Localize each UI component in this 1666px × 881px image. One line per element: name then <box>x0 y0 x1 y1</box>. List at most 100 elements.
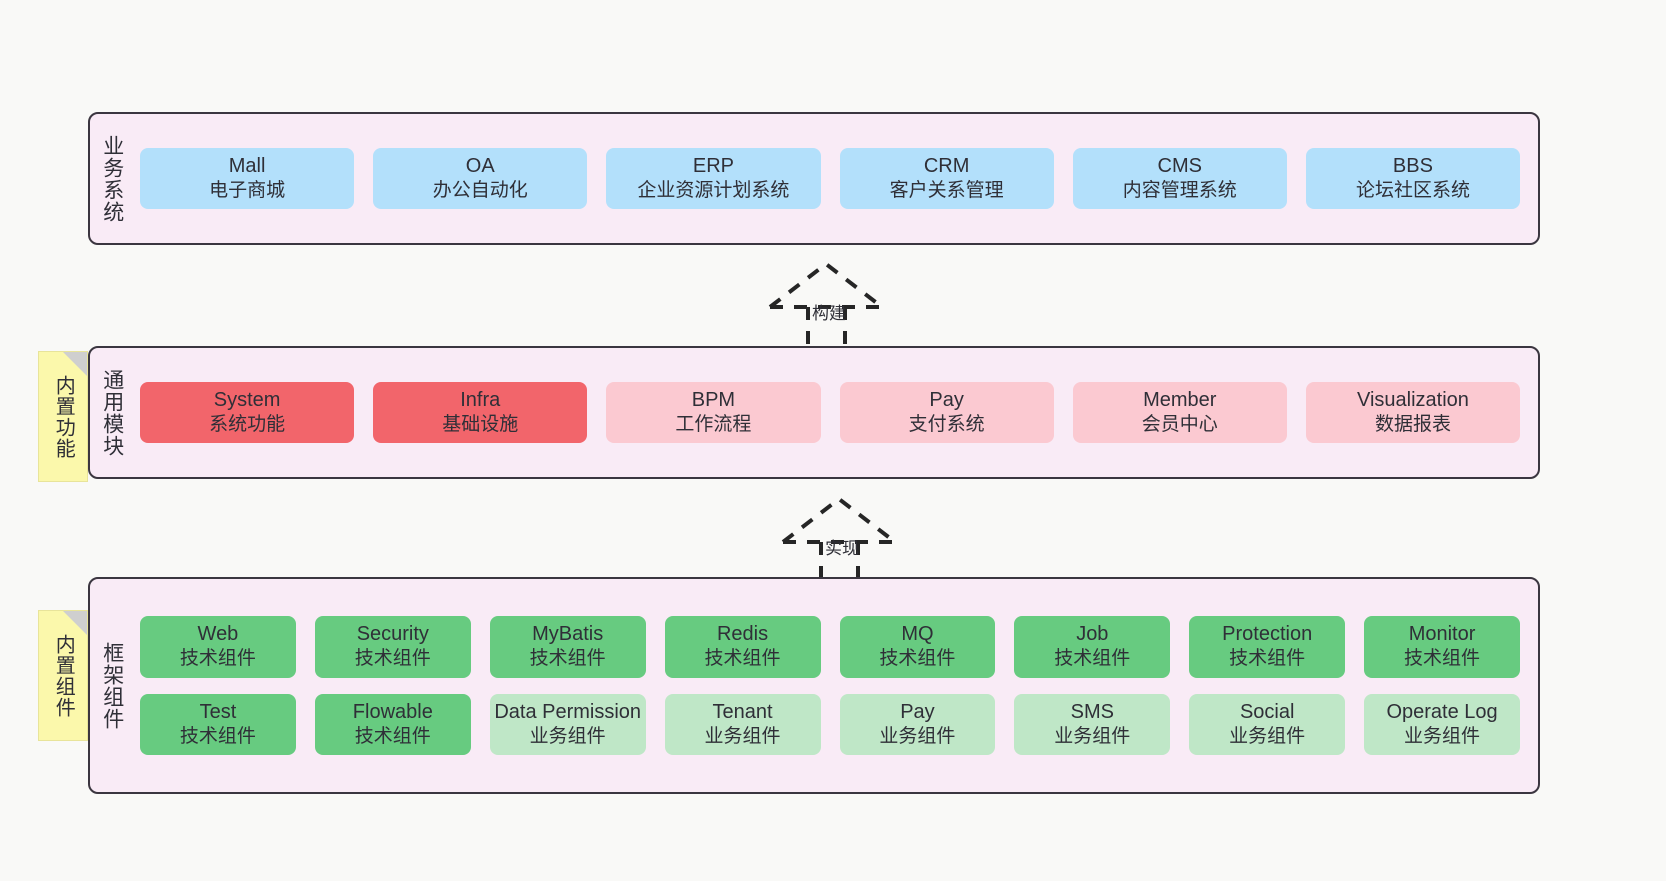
card-title: Infra <box>460 388 501 411</box>
card-title: Pay <box>929 388 964 411</box>
card-title: Job <box>1076 622 1109 645</box>
card-mq[interactable]: MQ 技术组件 <box>839 615 996 678</box>
layer-body-common: System 系统功能 Infra 基础设施 BPM 工作流程 Pay 支付系统… <box>134 348 1538 477</box>
card-subtitle: 数据报表 <box>1374 414 1451 436</box>
connector-build: 构建 <box>755 255 915 350</box>
card-title: Data Permission <box>494 700 642 723</box>
card-subtitle: 技术组件 <box>1054 648 1131 670</box>
card-subtitle: 技术组件 <box>1404 648 1481 670</box>
layer-row: Test 技术组件 Flowable 技术组件 Data Permission … <box>140 693 1520 756</box>
card-job[interactable]: Job 技术组件 <box>1014 615 1171 678</box>
card-erp[interactable]: ERP 企业资源计划系统 <box>606 147 821 210</box>
card-monitor[interactable]: Monitor 技术组件 <box>1364 615 1520 678</box>
card-title: MyBatis <box>532 622 604 645</box>
note-builtin-function: 内置功能 <box>38 351 88 482</box>
card-mall[interactable]: Mall 电子商城 <box>140 147 355 210</box>
card-title: System <box>213 388 281 411</box>
card-operate-log[interactable]: Operate Log 业务组件 <box>1364 693 1520 756</box>
card-member[interactable]: Member 会员中心 <box>1072 381 1287 444</box>
card-title: OA <box>465 154 495 177</box>
card-title: Pay <box>900 700 935 723</box>
card-cms[interactable]: CMS 内容管理系统 <box>1072 147 1287 210</box>
note-builtin-component: 内置组件 <box>38 610 88 741</box>
card-title: Test <box>199 700 237 723</box>
layer-business-system: 业务系统 Mall 电子商城 OA 办公自动化 ERP 企业资源计划系统 CRM… <box>88 112 1540 245</box>
card-subtitle: 企业资源计划系统 <box>637 180 790 202</box>
card-subtitle: 业务组件 <box>1404 726 1481 748</box>
card-data-permission[interactable]: Data Permission 业务组件 <box>489 693 646 756</box>
card-subtitle: 技术组件 <box>179 648 256 670</box>
card-title: Flowable <box>352 700 433 723</box>
card-title: Security <box>356 622 429 645</box>
card-subtitle: 业务组件 <box>704 726 781 748</box>
card-protection[interactable]: Protection 技术组件 <box>1189 615 1346 678</box>
card-visualization[interactable]: Visualization 数据报表 <box>1305 381 1521 444</box>
layer-title-common: 通用模块 <box>100 368 124 457</box>
layer-title-business: 业务系统 <box>100 134 124 223</box>
card-title: BPM <box>691 388 736 411</box>
card-crm[interactable]: CRM 客户关系管理 <box>839 147 1054 210</box>
card-subtitle: 工作流程 <box>675 414 752 436</box>
connector-implement: 实现 <box>768 490 928 585</box>
card-subtitle: 论坛社区系统 <box>1355 180 1470 202</box>
card-title: Operate Log <box>1386 700 1498 723</box>
card-subtitle: 业务组件 <box>879 726 956 748</box>
card-subtitle: 内容管理系统 <box>1122 180 1237 202</box>
card-flowable[interactable]: Flowable 技术组件 <box>314 693 471 756</box>
card-subtitle: 电子商城 <box>209 180 286 202</box>
card-oa[interactable]: OA 办公自动化 <box>373 147 588 210</box>
note-fold-corner <box>63 611 87 635</box>
layer-common-module: 通用模块 System 系统功能 Infra 基础设施 BPM 工作流程 Pay… <box>88 346 1540 479</box>
connector-build-label: 构建 <box>812 304 846 323</box>
note-label: 内置组件 <box>52 633 75 718</box>
layer-title-framework: 框架组件 <box>100 641 124 730</box>
card-title: Mall <box>228 154 266 177</box>
card-redis[interactable]: Redis 技术组件 <box>664 615 821 678</box>
card-mybatis[interactable]: MyBatis 技术组件 <box>489 615 646 678</box>
layer-body-framework: Web 技术组件 Security 技术组件 MyBatis 技术组件 Redi… <box>134 579 1538 792</box>
card-subtitle: 业务组件 <box>1054 726 1131 748</box>
card-title: Social <box>1239 700 1295 723</box>
card-title: ERP <box>692 154 734 177</box>
layer-row: System 系统功能 Infra 基础设施 BPM 工作流程 Pay 支付系统… <box>140 381 1521 444</box>
card-bbs[interactable]: BBS 论坛社区系统 <box>1305 147 1521 210</box>
card-tenant[interactable]: Tenant 业务组件 <box>664 693 821 756</box>
card-subtitle: 办公自动化 <box>432 180 528 202</box>
card-title: Member <box>1143 388 1217 411</box>
card-subtitle: 客户关系管理 <box>889 180 1004 202</box>
card-social[interactable]: Social 业务组件 <box>1189 693 1346 756</box>
card-title: Protection <box>1222 622 1313 645</box>
card-security[interactable]: Security 技术组件 <box>314 615 471 678</box>
card-web[interactable]: Web 技术组件 <box>140 615 296 678</box>
card-subtitle: 技术组件 <box>529 648 606 670</box>
card-pay-component[interactable]: Pay 业务组件 <box>839 693 996 756</box>
connector-build-arrow <box>768 261 884 350</box>
card-infra[interactable]: Infra 基础设施 <box>373 381 588 444</box>
card-subtitle: 技术组件 <box>879 648 956 670</box>
card-subtitle: 系统功能 <box>209 414 286 436</box>
note-fold-corner <box>63 352 87 376</box>
card-title: BBS <box>1392 154 1433 177</box>
card-subtitle: 基础设施 <box>442 414 519 436</box>
card-title: CMS <box>1157 154 1202 177</box>
card-title: Redis <box>716 622 769 645</box>
card-title: MQ <box>901 622 934 645</box>
layer-framework-component: 框架组件 Web 技术组件 Security 技术组件 MyBatis 技术组件… <box>88 577 1540 794</box>
card-subtitle: 技术组件 <box>704 648 781 670</box>
card-subtitle: 技术组件 <box>354 648 431 670</box>
card-subtitle: 技术组件 <box>179 726 256 748</box>
card-subtitle: 技术组件 <box>354 726 431 748</box>
card-bpm[interactable]: BPM 工作流程 <box>606 381 821 444</box>
layer-row: Mall 电子商城 OA 办公自动化 ERP 企业资源计划系统 CRM 客户关系… <box>140 147 1521 210</box>
card-system[interactable]: System 系统功能 <box>140 381 355 444</box>
card-test[interactable]: Test 技术组件 <box>140 693 296 756</box>
card-pay[interactable]: Pay 支付系统 <box>839 381 1054 444</box>
layer-body-business: Mall 电子商城 OA 办公自动化 ERP 企业资源计划系统 CRM 客户关系… <box>134 114 1538 243</box>
layer-row: Web 技术组件 Security 技术组件 MyBatis 技术组件 Redi… <box>140 615 1520 678</box>
card-title: Monitor <box>1408 622 1476 645</box>
card-title: Tenant <box>712 700 773 723</box>
card-sms[interactable]: SMS 业务组件 <box>1014 693 1171 756</box>
card-title: Web <box>197 622 239 645</box>
card-title: Visualization <box>1356 388 1469 411</box>
